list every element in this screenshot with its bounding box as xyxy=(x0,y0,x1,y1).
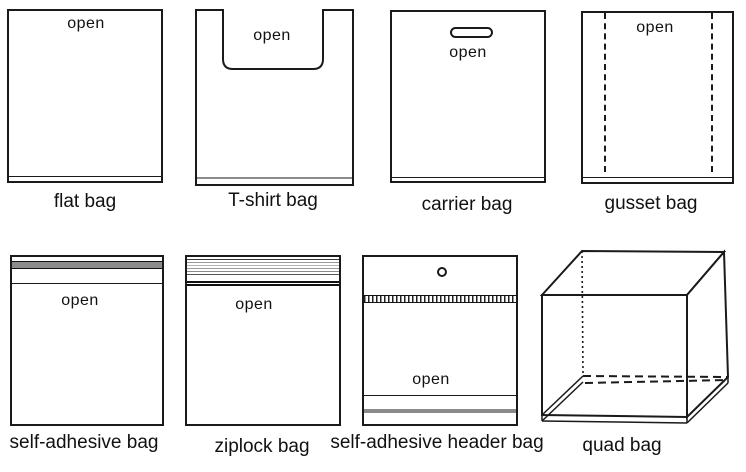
ziplock-bag-zip-seal-upper xyxy=(187,281,339,283)
carrier-bag-open-label: open xyxy=(449,44,487,61)
ziplock-bag-zip-track-line xyxy=(187,271,339,272)
ziplock-bag-zip-track-line xyxy=(187,274,339,275)
gusset-bag-bottom-seal-line xyxy=(583,177,732,178)
header-bag-hang-hole xyxy=(437,267,447,277)
self-adhesive-bag-adhesive-strip xyxy=(12,261,162,269)
quad-bag-outline xyxy=(539,249,730,424)
quad-bag-caption: quad bag xyxy=(582,435,662,456)
header-bag-perforation-row xyxy=(364,295,516,303)
t-shirt-bag-open-label: open xyxy=(253,27,291,44)
self-adhesive-bag-caption: self-adhesive bag xyxy=(9,432,159,453)
carrier-bag-outline xyxy=(390,10,546,183)
ziplock-bag-zip-track-line xyxy=(187,268,339,269)
ziplock-bag-zip-track-line xyxy=(187,259,339,260)
header-bag-open-label: open xyxy=(412,371,450,388)
flat-bag-open-label: open xyxy=(67,15,105,32)
flat-bag-caption: flat bag xyxy=(53,191,117,212)
ziplock-bag-zip-track-line xyxy=(187,262,339,263)
carrier-bag-handle-slot xyxy=(450,27,493,38)
t-shirt-bag-outline xyxy=(195,9,354,186)
ziplock-bag-outline xyxy=(185,255,341,426)
gusset-bag-outline xyxy=(581,11,734,184)
self-adhesive-bag-open-label: open xyxy=(61,292,99,309)
self-adhesive-bag-outline xyxy=(10,255,164,426)
ziplock-bag-zip-seal-lower xyxy=(187,284,339,286)
gusset-bag-right-gusset-fold xyxy=(711,13,713,172)
ziplock-bag-caption: ziplock bag xyxy=(214,436,310,457)
carrier-bag-caption: carrier bag xyxy=(421,194,513,215)
self-adhesive-bag-flap-fold-line xyxy=(12,283,162,284)
gusset-bag-caption: gusset bag xyxy=(604,193,698,214)
ziplock-bag-zip-track-line xyxy=(187,265,339,266)
gusset-bag-left-gusset-fold xyxy=(604,13,606,172)
header-bag-caption: self-adhesive header bag xyxy=(330,432,544,453)
flat-bag-outline xyxy=(7,9,163,183)
ziplock-bag-open-label: open xyxy=(235,296,273,313)
t-shirt-bag-caption: T-shirt bag xyxy=(228,190,318,211)
carrier-bag-bottom-seal-line xyxy=(392,177,544,178)
header-bag-fold-line xyxy=(364,395,516,396)
header-bag-adhesive-strip xyxy=(364,409,516,413)
header-bag-outline xyxy=(362,255,518,426)
flat-bag-bottom-seal-line xyxy=(9,176,161,177)
gusset-bag-open-label: open xyxy=(636,19,674,36)
